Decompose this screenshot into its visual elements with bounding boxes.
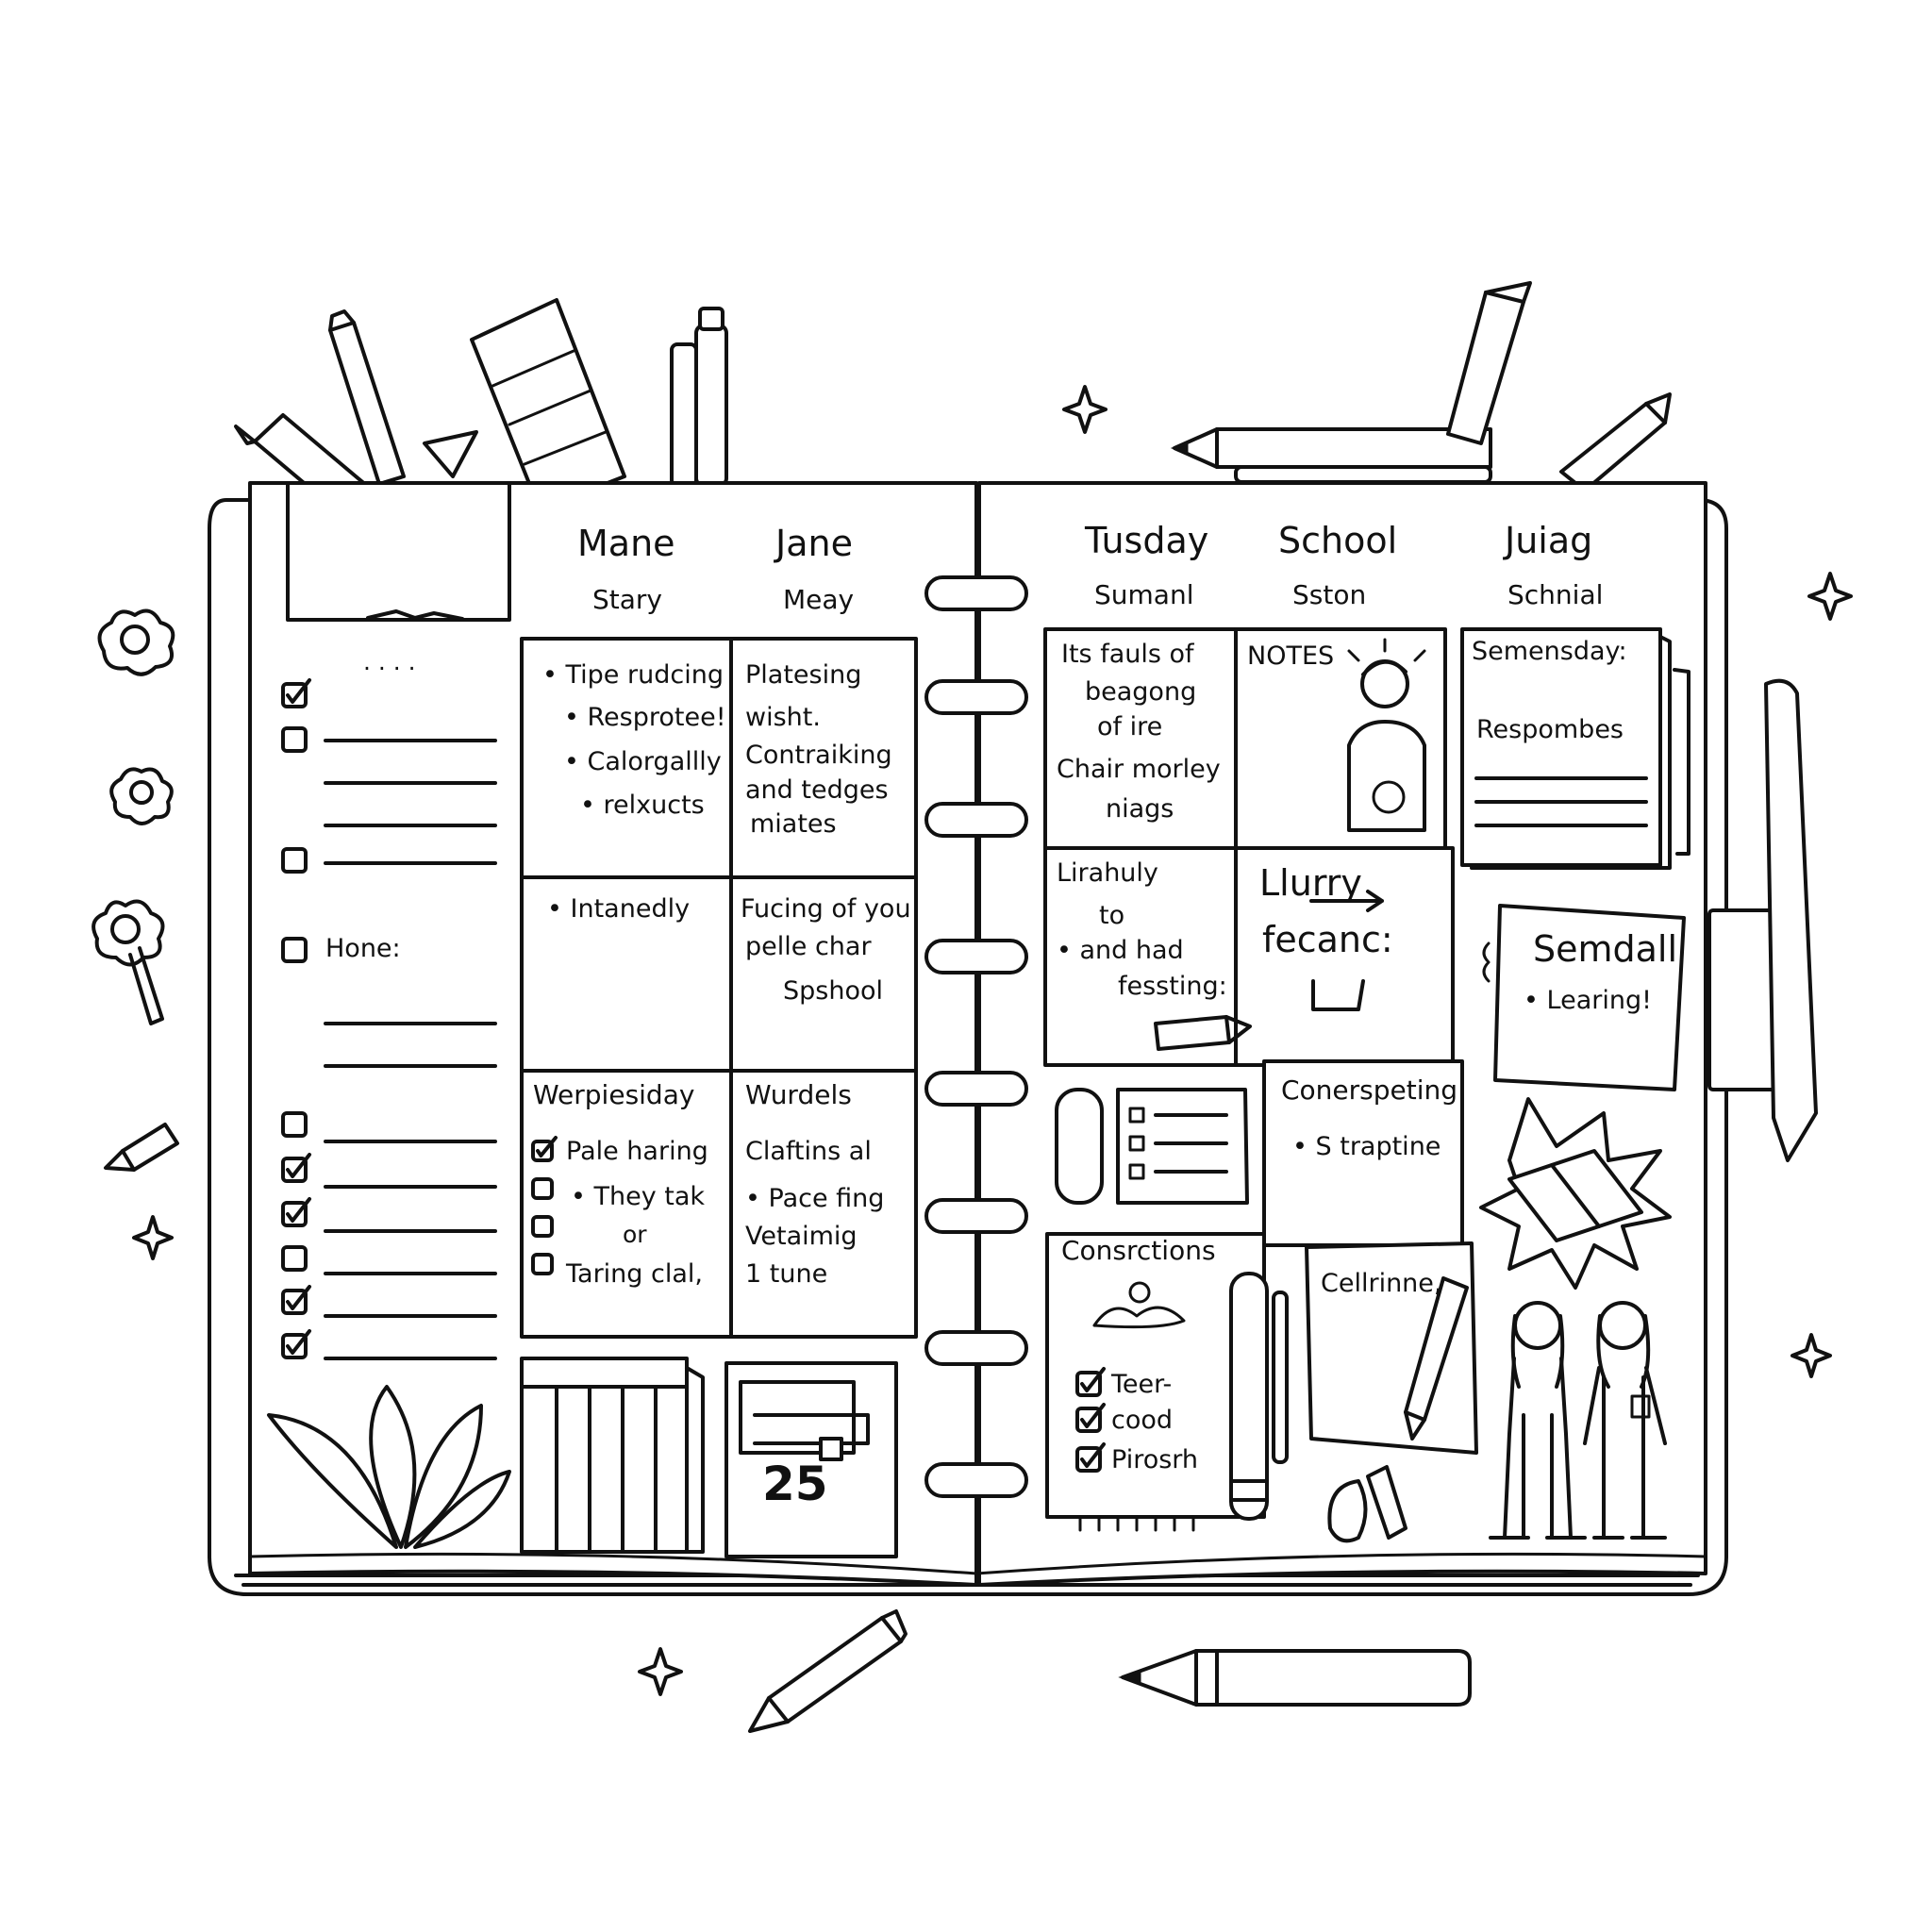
cell-line: Vetaimig xyxy=(745,1222,858,1251)
cell-line: • Resprotee! xyxy=(564,703,726,732)
column-title-mane: Mane xyxy=(577,523,675,564)
cell-line: fessting: xyxy=(1118,972,1227,1001)
sidebar-checkbox[interactable] xyxy=(281,726,308,753)
cellrinne-title: Cellrinne, xyxy=(1321,1269,1442,1298)
spiral-rings xyxy=(924,575,1028,1498)
supplies-top-left xyxy=(234,298,728,519)
sidebar-dots: . . . . xyxy=(363,648,416,675)
column-subtitle-meay: Meay xyxy=(783,584,855,615)
consrctions-item: Teer- xyxy=(1111,1370,1173,1399)
pen-right-side xyxy=(1764,678,1818,1162)
consrctions-checkbox[interactable] xyxy=(1075,1367,1106,1397)
todo-checkbox[interactable] xyxy=(531,1215,554,1238)
sidebar-checkbox[interactable] xyxy=(281,1153,311,1183)
flowers-left xyxy=(92,608,175,1025)
consrctions-item: cood xyxy=(1111,1406,1174,1435)
pencil-left-small xyxy=(104,1123,179,1172)
cell-line: • and had xyxy=(1057,936,1184,965)
todo-item: Pale haring xyxy=(566,1137,708,1166)
sidebar-checkbox[interactable] xyxy=(281,678,311,708)
sticky-note-semdall xyxy=(1482,904,1686,1091)
semensday-text: Respombes xyxy=(1476,715,1624,744)
cell-line: Lirahuly xyxy=(1057,858,1158,888)
cell-line: • Tipe rudcing xyxy=(542,660,724,690)
pencil-bottom-right xyxy=(1118,1649,1472,1707)
cell-line: wisht. xyxy=(745,703,821,732)
book-burst-illustration xyxy=(1479,1097,1672,1290)
todo-item: Taring clal, xyxy=(566,1259,703,1289)
todo-checkbox[interactable] xyxy=(531,1177,554,1200)
sidebar-lines xyxy=(286,481,511,1360)
sidebar-checkbox[interactable] xyxy=(281,1111,308,1138)
column-title-juiag: Juiag xyxy=(1505,520,1593,561)
plant-illustration xyxy=(267,1385,511,1549)
column-subtitle-sston: Sston xyxy=(1292,579,1367,610)
column-subtitle-sumanl: Sumanl xyxy=(1094,579,1194,610)
todo-checkbox[interactable] xyxy=(531,1253,554,1275)
sidebar-home-label: Hone: xyxy=(325,934,401,963)
cell-title-werpiesiday: Werpiesiday xyxy=(533,1079,695,1110)
cell-line: Platesing xyxy=(745,660,862,690)
column-title-tusday: Tusday xyxy=(1085,520,1209,561)
cellrinne-note xyxy=(1305,1241,1478,1543)
conerspeting-text: • S traptine xyxy=(1292,1132,1441,1161)
todo-item: or xyxy=(623,1221,647,1248)
sidebar-checkbox[interactable] xyxy=(281,847,308,874)
column-subtitle-stary: Stary xyxy=(592,584,662,615)
conerspeting-title: Conerspeting xyxy=(1281,1074,1458,1106)
column-title-school: School xyxy=(1278,520,1398,561)
cell-line: miates xyxy=(750,809,837,839)
cell-line: of ire xyxy=(1097,712,1163,741)
todo-item: • They tak xyxy=(571,1182,706,1211)
cell-line: niags xyxy=(1106,794,1174,824)
semdall-text: • Learing! xyxy=(1524,986,1652,1015)
consrctions-checkbox[interactable] xyxy=(1075,1403,1106,1433)
sparkles xyxy=(132,385,1853,1696)
cell-line: beagong xyxy=(1085,677,1197,707)
cell-line: and tedges xyxy=(745,775,889,805)
calendar-date-number: 25 xyxy=(762,1457,828,1511)
calendar-illustration xyxy=(724,1361,898,1558)
sidebar-checkbox[interactable] xyxy=(281,937,308,963)
notes-title: NOTES xyxy=(1247,641,1335,671)
cell-line: Fucing of you xyxy=(741,894,911,924)
two-people-illustration xyxy=(1489,1301,1667,1540)
cell-line: • relxucts xyxy=(580,791,705,820)
cell-line: Claftins al xyxy=(745,1137,872,1166)
cell-title-wurdels: Wurdels xyxy=(745,1079,852,1110)
column-subtitle-schnial: Schnial xyxy=(1507,579,1604,610)
semensday-title: Semensday: xyxy=(1472,637,1627,666)
cell-line: 1 tune xyxy=(745,1259,828,1289)
consrctions-title: Consrctions xyxy=(1061,1235,1216,1266)
pencil-bottom-left xyxy=(748,1609,908,1733)
supplies-top-right xyxy=(1170,281,1672,492)
cell-line: • Calorgallly xyxy=(564,747,722,776)
books-illustration xyxy=(520,1357,705,1554)
checkbox-layer xyxy=(281,678,1106,1473)
small-pencil-lurry xyxy=(1154,890,1384,1051)
cell-line: • Pace fing xyxy=(745,1184,885,1213)
sidebar-checkbox[interactable] xyxy=(281,1245,308,1272)
sidebar-checkbox[interactable] xyxy=(281,1197,311,1227)
cell-line: • Intanedly xyxy=(547,894,691,924)
cell-line: Chair morley xyxy=(1057,755,1221,784)
cell-line: to xyxy=(1099,901,1125,930)
left-grid xyxy=(520,637,918,1339)
consrctions-item: Pirosrh xyxy=(1111,1445,1199,1474)
todo-checkbox[interactable] xyxy=(531,1136,558,1162)
cell-line: pelle char xyxy=(745,932,872,961)
consrctions-checkbox[interactable] xyxy=(1075,1442,1106,1473)
notes-person-illustration xyxy=(1347,638,1426,832)
lurry-title: Llurry xyxy=(1259,862,1362,904)
right-middle xyxy=(1055,1059,1464,1247)
column-title-jane: Jane xyxy=(775,523,853,564)
cell-line: Contraiking xyxy=(745,741,892,770)
lurry-text: fecanc: xyxy=(1262,919,1393,960)
cell-line: Its fauls of xyxy=(1061,640,1194,669)
sidebar-checkbox[interactable] xyxy=(281,1329,311,1359)
sidebar-checkbox[interactable] xyxy=(281,1285,311,1315)
cell-line: Spshool xyxy=(783,976,883,1006)
semdall-title: Semdall xyxy=(1533,928,1678,970)
